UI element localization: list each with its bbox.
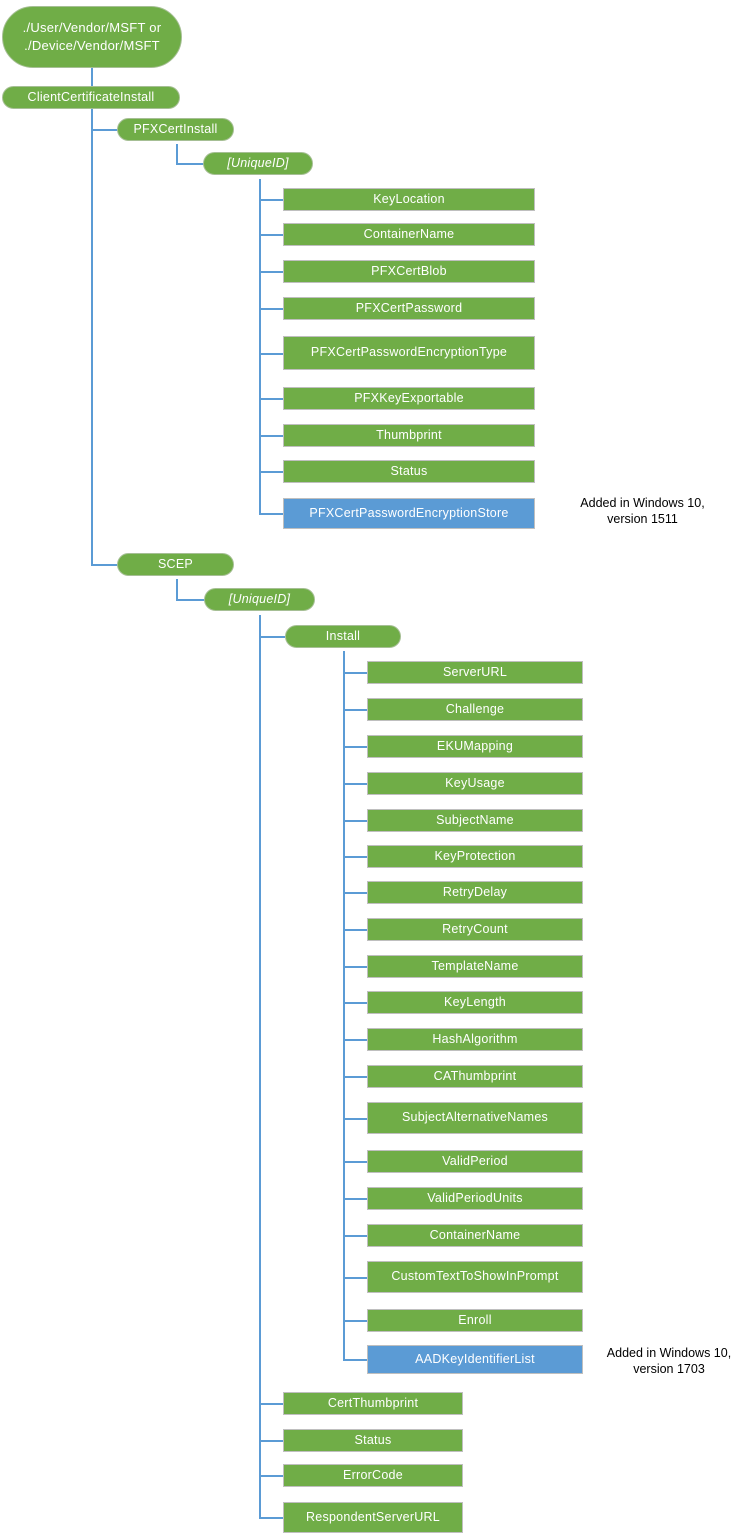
annotation-added-1511: Added in Windows 10, version 1511 bbox=[580, 496, 705, 526]
connector-install-child-10 bbox=[343, 1002, 367, 1004]
connector-install-child-3 bbox=[343, 746, 367, 748]
connector-scep-child-2 bbox=[259, 1440, 283, 1442]
connector-install-child-19 bbox=[343, 1359, 367, 1361]
node-hash-algorithm[interactable]: HashAlgorithm bbox=[367, 1028, 583, 1051]
connector-install-child-1 bbox=[343, 672, 367, 674]
node-root[interactable]: ./User/Vendor/MSFT or ./Device/Vendor/MS… bbox=[2, 6, 182, 68]
connector-install-child-5 bbox=[343, 820, 367, 822]
connector-install-child-2 bbox=[343, 709, 367, 711]
connector-scep-child-4 bbox=[259, 1517, 283, 1519]
node-key-usage[interactable]: KeyUsage bbox=[367, 772, 583, 795]
annotation-added-1703: Added in Windows 10, version 1703 bbox=[606, 1346, 732, 1376]
connector-pfx-child-1 bbox=[259, 199, 283, 201]
node-valid-period-units[interactable]: ValidPeriodUnits bbox=[367, 1187, 583, 1210]
node-retry-delay[interactable]: RetryDelay bbox=[367, 881, 583, 904]
connector-install-child-4 bbox=[343, 783, 367, 785]
node-enroll[interactable]: Enroll bbox=[367, 1309, 583, 1332]
node-error-code[interactable]: ErrorCode bbox=[283, 1464, 463, 1487]
node-pfx-unique-id[interactable]: [UniqueID] bbox=[203, 152, 313, 175]
node-respondent-server-url[interactable]: RespondentServerURL bbox=[283, 1502, 463, 1533]
connector-scep-uniqueid-spine bbox=[259, 615, 261, 1518]
node-valid-period[interactable]: ValidPeriod bbox=[367, 1150, 583, 1173]
connector-scep-spine bbox=[176, 579, 178, 599]
connector-scep-to-uniqueid bbox=[176, 599, 209, 601]
connector-pfx-child-7 bbox=[259, 435, 283, 437]
node-pfx-cert-blob[interactable]: PFXCertBlob bbox=[283, 260, 535, 283]
connector-install-child-17 bbox=[343, 1277, 367, 1279]
connector-install-child-13 bbox=[343, 1118, 367, 1120]
connector-root-to-level1 bbox=[91, 67, 93, 87]
node-server-url[interactable]: ServerURL bbox=[367, 661, 583, 684]
node-status[interactable]: Status bbox=[283, 460, 535, 483]
node-cert-thumbprint[interactable]: CertThumbprint bbox=[283, 1392, 463, 1415]
node-key-protection[interactable]: KeyProtection bbox=[367, 845, 583, 868]
node-ca-thumbprint[interactable]: CAThumbprint bbox=[367, 1065, 583, 1088]
connector-install-child-12 bbox=[343, 1076, 367, 1078]
connector-install-child-15 bbox=[343, 1198, 367, 1200]
node-scep-container-name[interactable]: ContainerName bbox=[367, 1224, 583, 1247]
node-key-length[interactable]: KeyLength bbox=[367, 991, 583, 1014]
connector-pfx-uniqueid-spine bbox=[259, 179, 261, 514]
node-install[interactable]: Install bbox=[285, 625, 401, 648]
connector-scep-child-1 bbox=[259, 1403, 283, 1405]
node-pfx-cert-password-encryption-type[interactable]: PFXCertPasswordEncryptionType bbox=[283, 336, 535, 370]
connector-level1-to-pfx bbox=[91, 129, 127, 131]
connector-install-child-8 bbox=[343, 929, 367, 931]
connector-install-spine bbox=[343, 651, 345, 1361]
connector-pfx-child-9 bbox=[259, 513, 283, 515]
connector-pfx-child-2 bbox=[259, 234, 283, 236]
connector-pfx-child-4 bbox=[259, 308, 283, 310]
connector-scep-to-install bbox=[259, 636, 285, 638]
connector-pfx-child-6 bbox=[259, 398, 283, 400]
connector-level1-spine bbox=[91, 109, 93, 566]
node-retry-count[interactable]: RetryCount bbox=[367, 918, 583, 941]
node-pfx-key-exportable[interactable]: PFXKeyExportable bbox=[283, 387, 535, 410]
connector-install-child-11 bbox=[343, 1039, 367, 1041]
node-container-name[interactable]: ContainerName bbox=[283, 223, 535, 246]
node-challenge[interactable]: Challenge bbox=[367, 698, 583, 721]
connector-pfx-child-3 bbox=[259, 271, 283, 273]
node-scep-status[interactable]: Status bbox=[283, 1429, 463, 1452]
connector-install-child-7 bbox=[343, 892, 367, 894]
node-subject-alternative-names[interactable]: SubjectAlternativeNames bbox=[367, 1102, 583, 1134]
node-client-certificate-install[interactable]: ClientCertificateInstall bbox=[2, 86, 180, 109]
node-aad-key-identifier-list[interactable]: AADKeyIdentifierList bbox=[367, 1345, 583, 1374]
connector-pfx-spine bbox=[176, 144, 178, 164]
node-thumbprint[interactable]: Thumbprint bbox=[283, 424, 535, 447]
node-subject-name[interactable]: SubjectName bbox=[367, 809, 583, 832]
node-pfx-cert-install[interactable]: PFXCertInstall bbox=[117, 118, 234, 141]
node-scep[interactable]: SCEP bbox=[117, 553, 234, 576]
connector-install-child-9 bbox=[343, 966, 367, 968]
node-custom-text-to-show-in-prompt[interactable]: CustomTextToShowInPrompt bbox=[367, 1261, 583, 1293]
connector-level1-to-scep bbox=[91, 564, 127, 566]
connector-install-child-14 bbox=[343, 1161, 367, 1163]
connector-scep-child-3 bbox=[259, 1475, 283, 1477]
connector-pfx-child-8 bbox=[259, 471, 283, 473]
node-pfx-cert-password-encryption-store[interactable]: PFXCertPasswordEncryptionStore bbox=[283, 498, 535, 529]
connector-install-child-6 bbox=[343, 856, 367, 858]
connector-install-child-16 bbox=[343, 1235, 367, 1237]
node-pfx-cert-password[interactable]: PFXCertPassword bbox=[283, 297, 535, 320]
node-scep-unique-id[interactable]: [UniqueID] bbox=[204, 588, 315, 611]
node-key-location[interactable]: KeyLocation bbox=[283, 188, 535, 211]
connector-pfx-child-5 bbox=[259, 353, 283, 355]
connector-install-child-18 bbox=[343, 1320, 367, 1322]
connector-pfx-to-uniqueid bbox=[176, 163, 208, 165]
node-template-name[interactable]: TemplateName bbox=[367, 955, 583, 978]
node-eku-mapping[interactable]: EKUMapping bbox=[367, 735, 583, 758]
